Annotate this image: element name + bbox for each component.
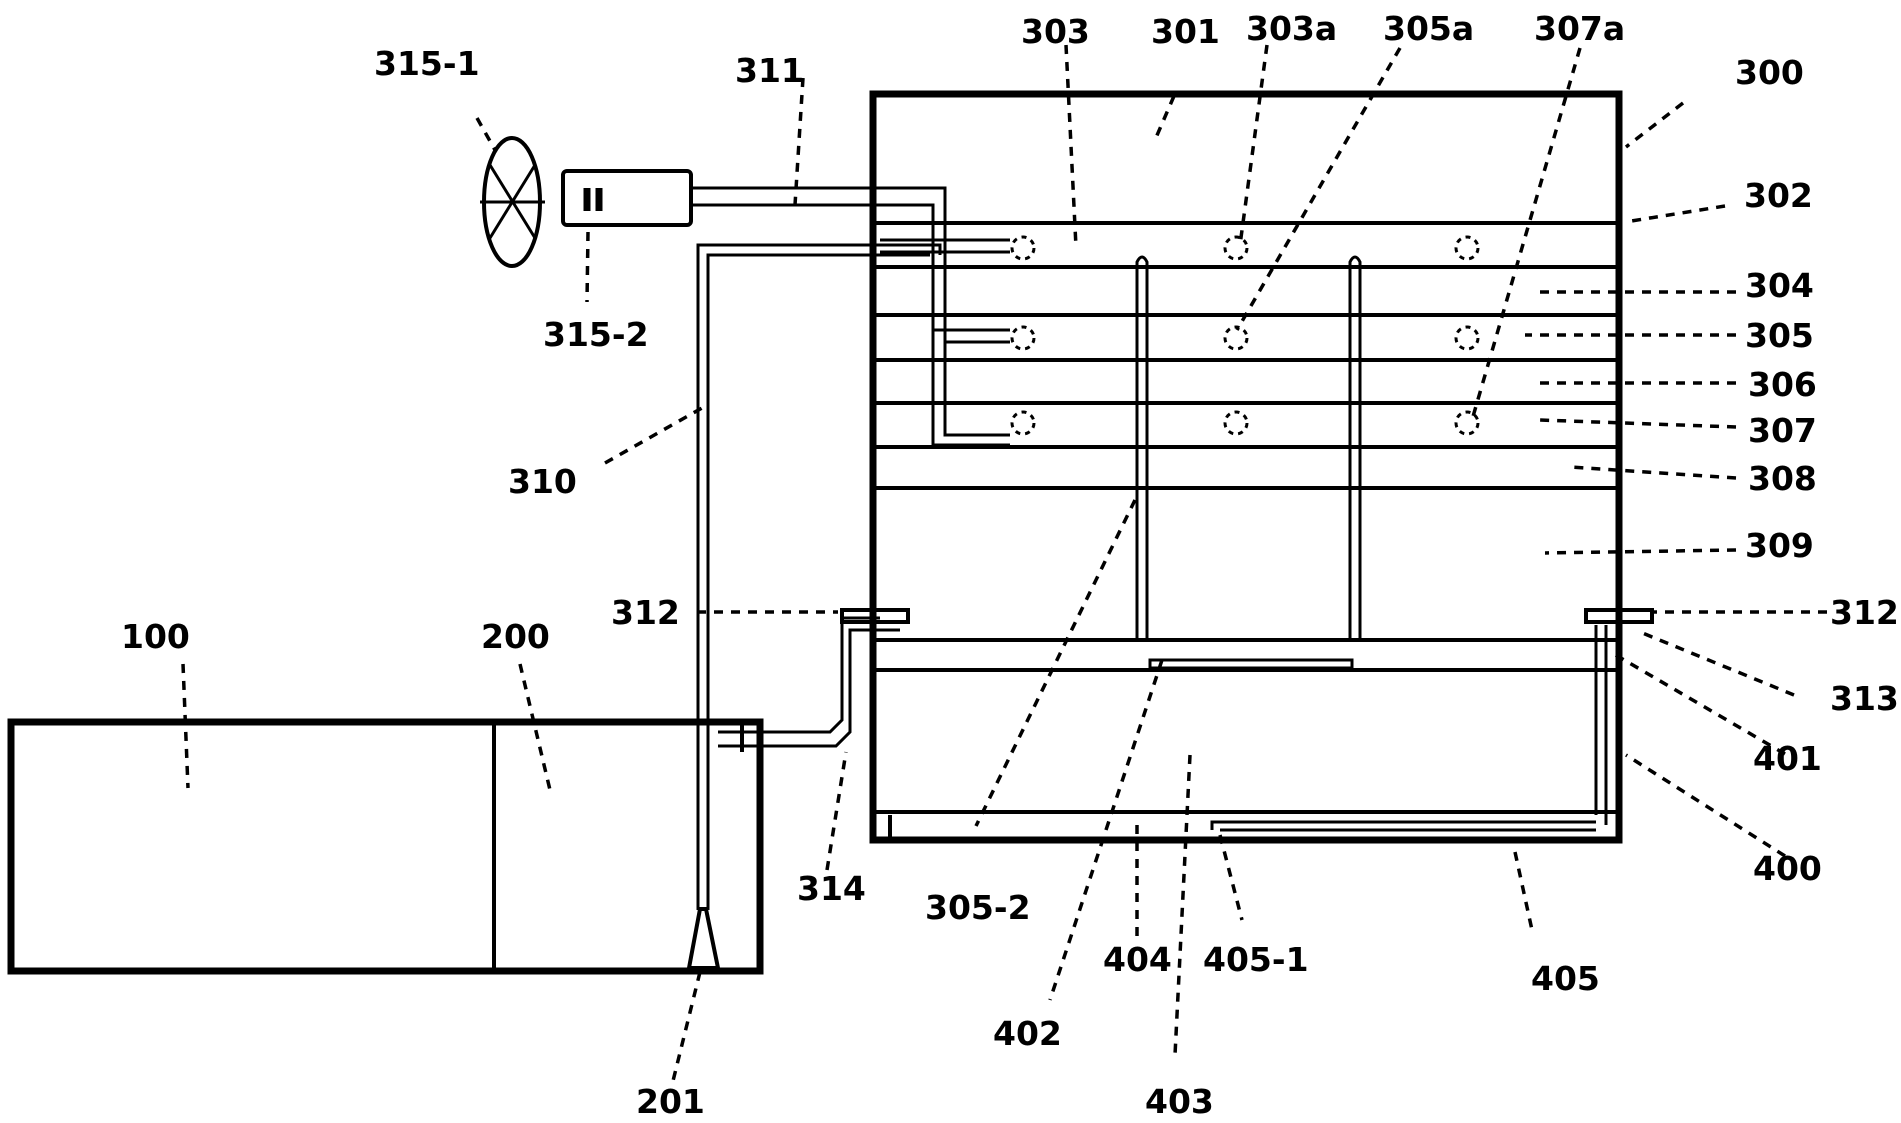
label-305a: 305a [1383, 9, 1474, 48]
label-306: 306 [1748, 365, 1817, 404]
tank-100-200-outline [7, 718, 764, 975]
label-315-2: 315-2 [543, 315, 649, 354]
label-404: 404 [1103, 940, 1172, 979]
label-313: 313 [1830, 679, 1899, 718]
label-312-left: 312 [611, 593, 680, 632]
riser-right [1348, 255, 1362, 640]
label-307: 307 [1748, 411, 1817, 450]
pipe-314 [718, 616, 900, 752]
label-200: 200 [481, 617, 550, 656]
reactor-300 [840, 90, 1654, 844]
label-308: 308 [1748, 459, 1817, 498]
leader-lines [181, 44, 1827, 1086]
label-307a: 307a [1534, 9, 1625, 48]
reactor-300-outline [869, 90, 1623, 844]
label-400: 400 [1753, 849, 1822, 888]
label-311: 311 [735, 51, 804, 90]
label-310: 310 [508, 462, 577, 501]
riser-left [1135, 255, 1149, 640]
label-301: 301 [1151, 12, 1220, 51]
pipe-311-top [691, 186, 1010, 437]
label-201: 201 [636, 1082, 705, 1121]
pipe-405-1 [1210, 820, 1596, 832]
pump-201 [686, 907, 721, 970]
label-312-right: 312 [1830, 593, 1899, 632]
label-100: 100 [121, 617, 190, 656]
labels: 100 200 201 300 301 302 303 303a 304 305… [121, 9, 1899, 1121]
label-402: 402 [993, 1014, 1062, 1053]
label-315-1: 315-1 [374, 44, 480, 83]
pipe-310 [696, 243, 942, 910]
label-314: 314 [797, 869, 866, 908]
pipe-401 [1594, 625, 1608, 825]
label-300: 300 [1735, 53, 1804, 92]
label-305-2: 305-2 [925, 888, 1031, 927]
label-302: 302 [1744, 176, 1813, 215]
reactor-400 [876, 625, 1616, 840]
flange-312-right [1584, 608, 1654, 624]
label-303: 303 [1021, 12, 1090, 51]
label-405: 405 [1531, 959, 1600, 998]
label-305: 305 [1745, 316, 1814, 355]
blower-assembly [480, 136, 1010, 447]
distributor-402 [1148, 658, 1354, 670]
label-403: 403 [1145, 1082, 1214, 1121]
label-309: 309 [1745, 526, 1814, 565]
pipe-311-branch-0 [880, 238, 1010, 254]
label-303a: 303a [1246, 9, 1337, 48]
label-405-1: 405-1 [1203, 940, 1309, 979]
pipe-311-branch-1 [933, 328, 1010, 344]
label-401: 401 [1753, 739, 1822, 778]
blower-315-2 [561, 169, 693, 227]
flange-312-left [840, 608, 910, 624]
tank-assembly [7, 718, 764, 975]
label-304: 304 [1745, 266, 1814, 305]
